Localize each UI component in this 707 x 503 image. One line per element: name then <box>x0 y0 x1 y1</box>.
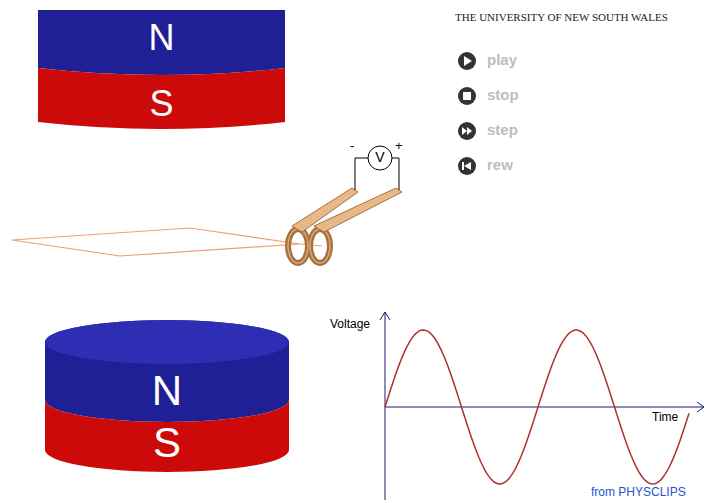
graph-axes <box>380 312 704 500</box>
magnet-pole: N <box>38 10 285 78</box>
button-label: rew <box>487 157 513 174</box>
magnet-pole: S <box>38 68 285 138</box>
pole-letter: N <box>45 370 289 412</box>
voltage-curve <box>385 330 689 484</box>
button-label: play <box>487 52 517 69</box>
pole-letter: N <box>38 20 285 56</box>
axis-label: Voltage <box>330 318 370 331</box>
coil-loop <box>12 228 300 256</box>
credit: from PHYSCLIPS <box>591 486 686 499</box>
magnet-pole: N <box>45 320 289 422</box>
button-label: stop <box>487 87 519 104</box>
brush <box>314 188 402 232</box>
slip-ring <box>288 229 308 263</box>
control-buttons <box>458 52 476 175</box>
wire <box>392 158 399 190</box>
magnet-pole: S <box>45 378 289 474</box>
pole-letter: S <box>38 86 285 122</box>
wire <box>355 158 368 190</box>
slip-ring-edge <box>288 229 308 263</box>
slip-ring <box>310 229 330 263</box>
terminal-sign: + <box>395 139 403 153</box>
slip-ring-edge <box>310 229 330 263</box>
axis-label: Time <box>652 411 678 424</box>
voltmeter: V <box>368 146 392 170</box>
pole-letter: V <box>368 150 392 164</box>
pole-letter: S <box>45 422 289 464</box>
institution-name: THE UNIVERSITY OF NEW SOUTH WALES <box>455 11 668 23</box>
button-label: step <box>487 122 518 139</box>
terminal-sign: - <box>350 139 354 153</box>
